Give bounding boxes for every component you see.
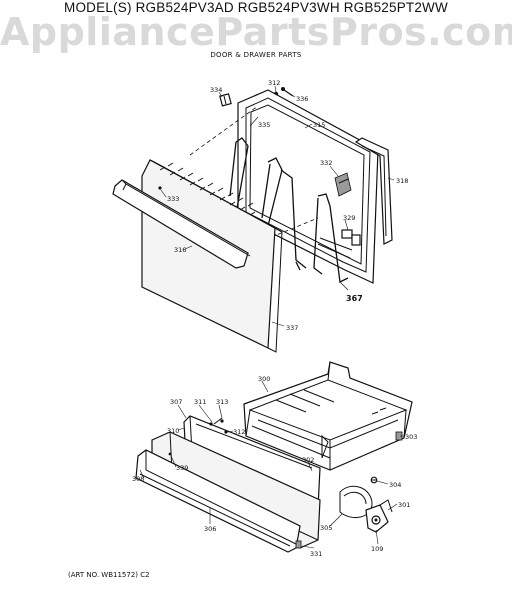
callout-315: 315 <box>313 121 325 129</box>
part-332-bracket <box>334 172 352 197</box>
part-301-roller-bracket <box>365 499 393 533</box>
art-number: (ART NO. WB11572) C2 <box>68 571 150 579</box>
part-316-door-handle <box>112 179 251 269</box>
drawer-screws <box>209 417 228 434</box>
callout-332: 332 <box>320 159 332 167</box>
callout-311: 311 <box>194 398 206 406</box>
callout-336: 336 <box>296 95 308 103</box>
callout-312b: 312 <box>233 428 245 436</box>
callout-308: 308 <box>132 475 144 483</box>
part-331-clip <box>295 540 302 549</box>
part-335-hinge-wires <box>229 137 349 283</box>
callout-335: 335 <box>258 121 270 129</box>
part-304-screw <box>370 476 378 484</box>
callout-109: 109 <box>371 545 383 553</box>
callout-300: 300 <box>258 375 270 383</box>
part-329-hinge <box>317 229 361 259</box>
callout-302: 302 <box>302 456 314 464</box>
callout-301: 301 <box>398 501 410 509</box>
part-305-roller <box>339 485 373 519</box>
callout-labels: 334 312 336 335 315 332 318 333 329 316 … <box>132 79 417 558</box>
callout-303: 303 <box>405 433 417 441</box>
callout-304: 304 <box>389 481 401 489</box>
callout-312: 312 <box>268 79 280 87</box>
part-300-drawer-box <box>243 361 413 471</box>
callout-307: 307 <box>170 398 182 406</box>
callout-329: 329 <box>343 214 355 222</box>
leader-lines <box>139 85 404 549</box>
callout-331: 331 <box>310 550 322 558</box>
callout-305: 305 <box>320 524 332 532</box>
callout-316: 316 <box>174 246 186 254</box>
alignment-line <box>251 217 319 246</box>
callout-313: 313 <box>216 398 228 406</box>
callout-334: 334 <box>210 86 222 94</box>
callout-337: 337 <box>286 324 298 332</box>
watermark: AppliancePartsPros.com <box>0 10 512 54</box>
part-334-clip <box>219 93 232 107</box>
model-list: MODEL(S) RGB524PV3AD RGB524PV3WH RGB525P… <box>64 0 448 15</box>
part-318-gasket <box>354 137 393 245</box>
callout-306: 306 <box>204 525 216 533</box>
callout-333: 333 <box>167 195 179 203</box>
door-vent-slots <box>159 162 256 216</box>
callout-367: 367 <box>346 294 363 303</box>
part-337-outer-door <box>141 159 283 353</box>
callout-339: 339 <box>176 464 188 472</box>
callout-318: 318 <box>396 177 408 185</box>
section-title: DOOR & DRAWER PARTS <box>210 51 302 59</box>
callout-310: 310 <box>167 427 179 435</box>
